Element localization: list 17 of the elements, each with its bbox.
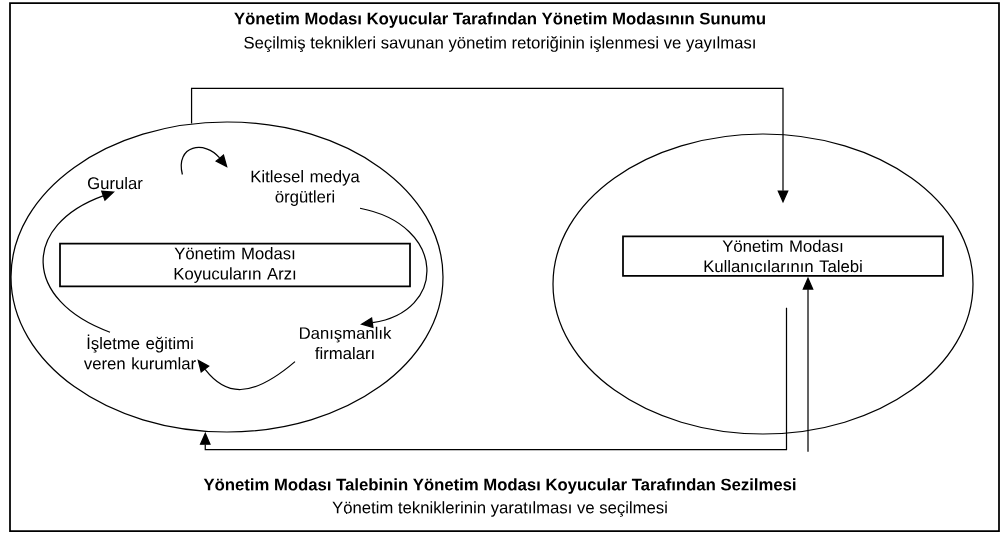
node-label: İşletme eğitimi veren kurumlar bbox=[83, 334, 196, 370]
ellipse bbox=[552, 133, 974, 435]
node-label: Gurular bbox=[88, 176, 143, 190]
ellipse bbox=[10, 121, 444, 433]
label-box: Yönetim Modası Koyucuların Arzı bbox=[59, 242, 411, 288]
subheading: Yönetim tekniklerinin yaratılması ve seçilmesi bbox=[332, 501, 667, 517]
node-label: Kitlesel medya örgütleri bbox=[251, 170, 360, 206]
arrow bbox=[359, 207, 428, 329]
arrow bbox=[199, 307, 788, 451]
heading: Yönetim Modası Talebinin Yönetim Modası Koyucular Tarafından Sezilmesi bbox=[203, 478, 796, 494]
subheading: Seçilmiş teknikleri savunan yönetim retoriğinin işlenmesi ve yayılması bbox=[244, 36, 755, 52]
node-label: Danışmanlık firmaları bbox=[300, 326, 392, 360]
arrow bbox=[42, 190, 115, 333]
label-box: Yönetim Modası Kullanıcılarının Talebi bbox=[622, 235, 944, 277]
arrow bbox=[197, 359, 296, 391]
arrow bbox=[180, 146, 228, 176]
heading: Yönetim Modası Koyucular Tarafından Yönetim Modasının Sunumu bbox=[234, 12, 765, 28]
